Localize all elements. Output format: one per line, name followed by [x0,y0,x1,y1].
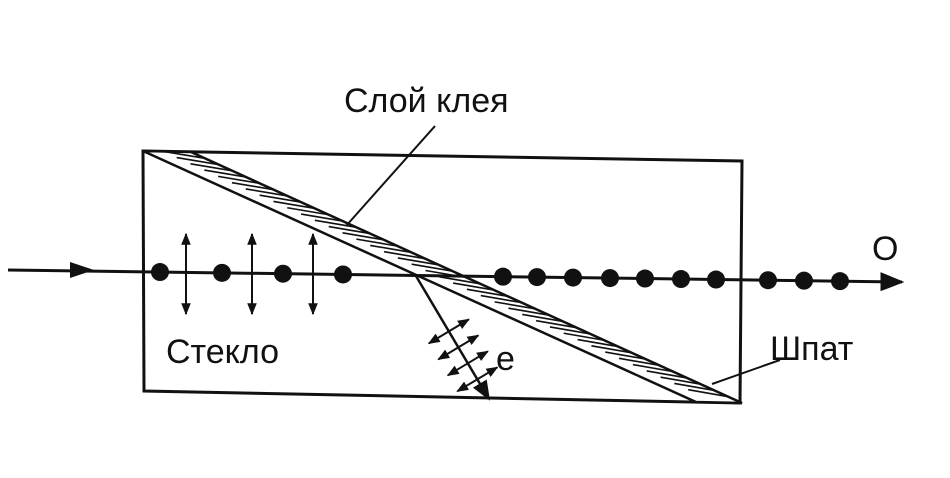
spar-leader [711,359,781,385]
polarization-dot [494,267,512,286]
glue-hatch-line [273,200,316,210]
glue-hatch-line [508,307,550,316]
polarization-dot [334,265,352,284]
glue-hatch-line [411,263,453,273]
polarization-dot [636,269,654,288]
glue-hatch-line [245,188,288,197]
glue-layer-hatching [162,150,729,398]
glue-hatch-line [356,238,398,247]
glue-hatch-line [494,301,536,310]
glue-hatch-line [466,288,508,298]
polarization-dot [831,272,849,291]
glue-hatch-line [328,225,371,235]
e-polarization-arrow [437,334,480,361]
glue-hatch-line [688,388,729,398]
glue-hatch-line [287,206,329,216]
glue-hatch-line [162,150,205,160]
glue-hatch-line [439,275,481,285]
ordinary-ray-label: O [872,230,899,268]
polarization-dot [528,268,546,287]
polarization-dot [151,263,169,282]
perpendicular-polarization-dots [151,263,849,291]
glue-hatch-line [646,370,688,379]
extraordinary-polarization-arrows [427,318,499,393]
glue-hatch-line [314,219,357,229]
spar-label: Шпат [770,330,854,368]
glue-hatch-line [370,244,412,254]
glass-label: Стекло [166,333,280,371]
glue-hatch-line [549,326,591,335]
glue-hatch-line [176,156,219,166]
polarization-dot [213,263,231,282]
polarization-dot [564,268,582,287]
glue-layer-leader [345,125,436,227]
glue-hatch-line [204,169,247,178]
glue-layer-label: Слой клея [344,82,509,120]
polarization-dot [795,271,813,290]
glue-hatch-line [300,213,343,222]
glue-hatch-line [605,351,646,360]
glue-hatch-line [577,338,619,348]
glue-hatch-line [259,194,302,203]
glue-hatch-line [231,181,274,191]
glue-hatch-line [535,319,577,329]
glue-hatch-line [383,250,426,260]
glue-hatch-line [563,332,605,342]
e-polarization-arrow [427,318,470,345]
e-polarization-arrow [446,350,489,377]
in-plane-polarization-arrows [181,232,318,316]
polarization-dot [274,264,292,283]
glue-hatch-line [660,376,701,385]
glue-hatch-line [453,282,495,291]
glue-hatch-line [480,294,522,304]
glue-hatch-line [632,363,674,373]
polarization-dot [601,269,619,288]
e-polarization-arrow [456,366,499,393]
glue-hatch-line [397,257,440,266]
glue-hatch-line [618,357,660,367]
polarization-dot [707,270,725,289]
extraordinary-ray-label: e [496,340,515,378]
glue-hatch-line [522,313,564,323]
glue-hatch-line [190,163,233,172]
glue-hatch-line [217,175,261,185]
glue-hatch-line [591,345,632,354]
glue-hatch-line [342,232,384,241]
polarization-dot [672,270,690,289]
polarization-dot [759,271,777,290]
glue-hatch-line [674,382,715,392]
